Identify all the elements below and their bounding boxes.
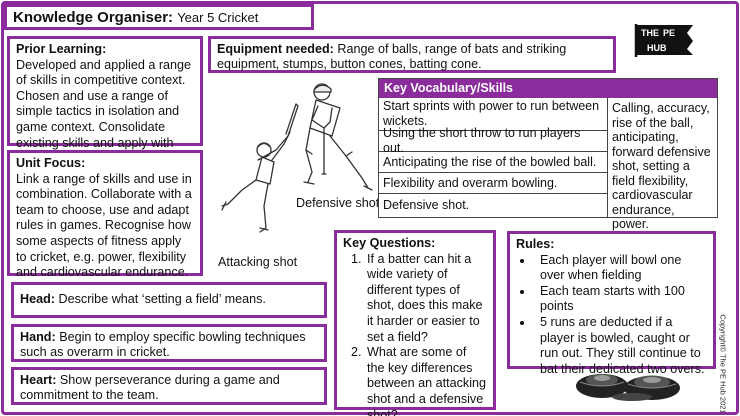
rules-heading: Rules: bbox=[516, 237, 555, 251]
logo-text-the: THE bbox=[641, 28, 659, 38]
vocabulary-skills-column: Start sprints with power to run between … bbox=[379, 98, 608, 217]
heart-box: Heart: Show perseverance during a game a… bbox=[11, 367, 327, 405]
equipment-heading: Equipment needed: bbox=[217, 42, 334, 56]
vocabulary-row: Anticipating the rise of the bowled ball… bbox=[379, 152, 607, 173]
hand-text: Begin to employ specific bowling techniq… bbox=[20, 330, 306, 359]
vocabulary-row: Defensive shot. bbox=[383, 198, 470, 212]
copyright-text: Copyright© The PE Hub 2021 bbox=[718, 314, 728, 414]
unit-focus-text: Link a range of skills and use in combin… bbox=[16, 171, 192, 280]
head-text: Describe what ‘setting a field’ means. bbox=[58, 292, 266, 306]
vocabulary-row: Flexibility and overarm bowling. bbox=[379, 173, 607, 194]
logo-text-pe: PE bbox=[663, 28, 675, 38]
vocabulary-row: Start sprints with power to run between … bbox=[379, 98, 607, 131]
head-box: Head: Describe what ‘setting a field’ me… bbox=[11, 282, 327, 318]
vocabulary-heading: Key Vocabulary/Skills bbox=[379, 79, 717, 98]
prior-learning-heading: Prior Learning: bbox=[16, 42, 107, 56]
rule-item: Each player will bowl one over when fiel… bbox=[534, 253, 707, 284]
hand-box: Hand: Begin to employ specific bowling t… bbox=[11, 324, 327, 362]
hand-label: Hand: bbox=[20, 330, 56, 344]
vocabulary-terms: Calling, accuracy, rise of the ball, ant… bbox=[612, 101, 711, 231]
key-questions-box: Key Questions: If a batter can hit a wid… bbox=[334, 230, 496, 416]
unit-focus-box: Unit Focus: Link a range of skills and u… bbox=[7, 150, 203, 279]
heart-text: Show perseverance during a game and comm… bbox=[20, 373, 280, 402]
title-subtitle: Year 5 Cricket bbox=[177, 10, 259, 25]
head-label: Head: bbox=[20, 292, 55, 306]
page-title: Knowledge Organiser: Year 5 Cricket bbox=[4, 4, 314, 30]
rule-item: 5 runs are deducted if a player is bowle… bbox=[534, 315, 707, 377]
title-bold: Knowledge Organiser: bbox=[13, 9, 174, 26]
key-vocabulary-table: Key Vocabulary/Skills Start sprints with… bbox=[378, 78, 718, 231]
key-question-item: If a batter can hit a wide variety of di… bbox=[365, 252, 487, 346]
key-questions-heading: Key Questions: bbox=[343, 236, 436, 250]
pe-hub-logo: THE PE HUB bbox=[633, 22, 699, 58]
key-question-item: What are some of the key differences bet… bbox=[365, 345, 487, 416]
cricket-players-illustration bbox=[212, 78, 378, 258]
rule-item: Each team starts with 100 points bbox=[534, 284, 707, 315]
attacking-shot-caption: Attacking shot bbox=[218, 255, 298, 269]
cones-icon bbox=[576, 374, 680, 401]
unit-focus-heading: Unit Focus: bbox=[16, 156, 86, 170]
prior-learning-box: Prior Learning: Developed and applied a … bbox=[7, 36, 203, 165]
logo-text-hub: HUB bbox=[647, 43, 667, 53]
equipment-text: Range of balls, range of bats and striki… bbox=[217, 42, 567, 71]
copyright-notice: Copyright© The PE Hub 2021 bbox=[716, 314, 730, 413]
attacking-batter-icon bbox=[221, 103, 299, 233]
button-cones-illustration bbox=[574, 360, 684, 402]
flag-icon: THE PE HUB bbox=[634, 24, 693, 57]
defensive-shot-caption: Defensive shot bbox=[296, 196, 380, 210]
equipment-box: Equipment needed: Range of balls, range … bbox=[208, 36, 616, 73]
rules-box: Rules: Each player will bowl one over wh… bbox=[507, 231, 716, 376]
heart-label: Heart: bbox=[20, 373, 57, 387]
defensive-batter-icon bbox=[303, 83, 373, 191]
vocabulary-row: Using the short throw to run players out… bbox=[379, 126, 607, 155]
